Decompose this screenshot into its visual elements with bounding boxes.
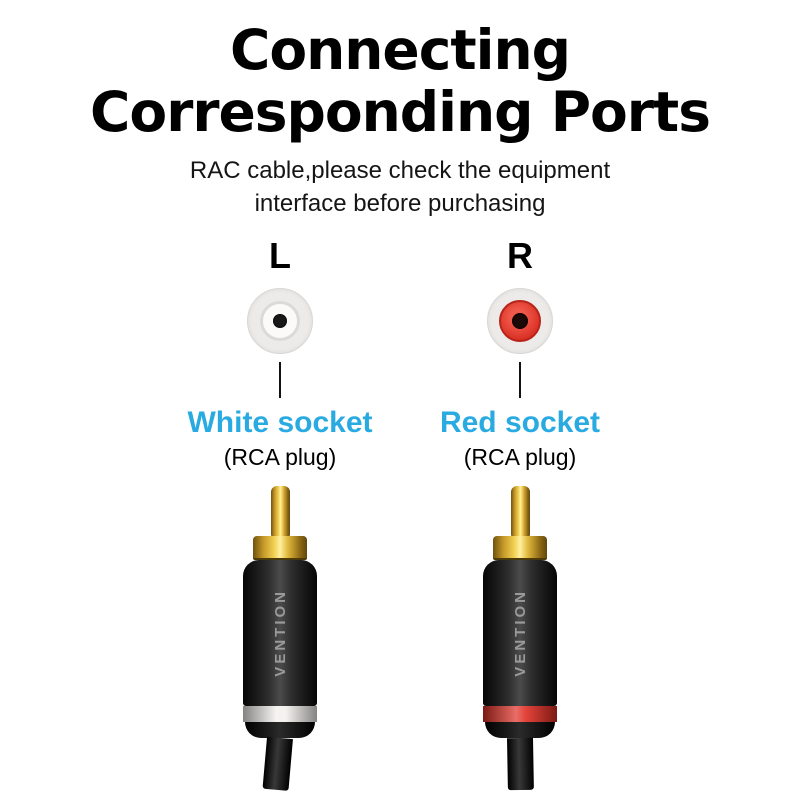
page-subtitle-line1: RAC cable,please check the equipment <box>189 157 611 185</box>
socket-label-red: Red socket <box>439 405 601 439</box>
plug-cable <box>262 736 293 791</box>
socket-hole <box>273 313 287 328</box>
connector-line <box>279 361 281 398</box>
plug-body-icon: VENTION <box>483 559 557 706</box>
plug-collar-icon <box>493 535 547 560</box>
plug-pin-icon <box>270 485 290 536</box>
rca-plug-white-icon: VENTION <box>243 485 317 791</box>
page-subtitle: RAC cable,please check the equipment int… <box>190 155 610 220</box>
plug-body-icon: VENTION <box>243 559 317 706</box>
plug-collar-icon <box>253 535 307 560</box>
page-title-line2: Corresponding Ports <box>90 79 711 144</box>
plug-pin-icon <box>510 485 530 536</box>
page-title-line1: Connecting <box>229 18 571 82</box>
plug-shoulder <box>245 721 315 738</box>
page-subtitle-line2: interface before purchasing <box>254 189 546 217</box>
plug-note-right: (RCA plug) <box>463 443 577 470</box>
plug-note-left: (RCA plug) <box>223 443 337 470</box>
socket-ring-white <box>260 300 300 341</box>
page-title: Connecting Corresponding Ports <box>90 18 711 144</box>
brand-text-right: VENTION <box>511 589 529 677</box>
columns: L White socket (RCA plug) VENTION <box>170 234 630 791</box>
rca-socket-white-icon <box>247 287 313 354</box>
plug-band-red <box>483 705 557 722</box>
socket-ring-red <box>499 299 541 342</box>
socket-hole <box>512 312 528 329</box>
plug-shoulder <box>485 721 555 738</box>
channel-label-right: R <box>507 234 533 276</box>
rca-plug-red-icon: VENTION <box>483 485 557 791</box>
channel-label-left: L <box>269 234 291 276</box>
connector-line <box>519 361 521 398</box>
socket-label-white: White socket <box>187 405 373 439</box>
rca-socket-red-icon <box>487 287 553 354</box>
plug-band-white <box>243 705 317 722</box>
brand-text-left: VENTION <box>271 589 289 677</box>
right-column: R Red socket (RCA plug) VENTION <box>410 234 630 791</box>
plug-cable <box>507 737 534 791</box>
left-column: L White socket (RCA plug) VENTION <box>170 234 390 791</box>
